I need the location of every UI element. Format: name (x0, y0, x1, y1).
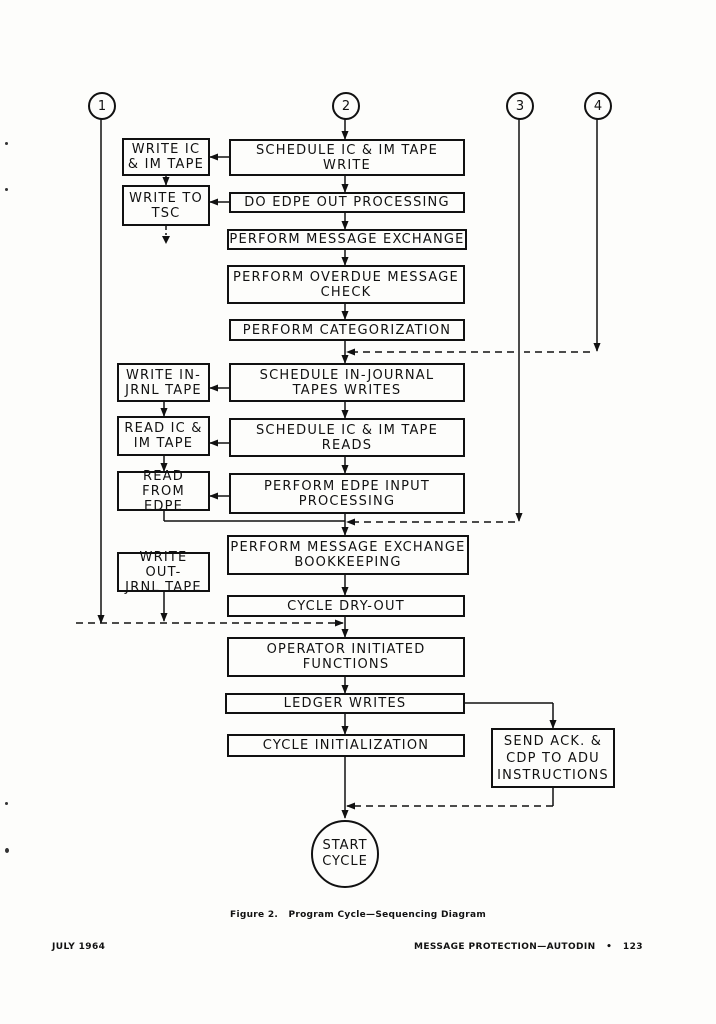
box-cycle-dry-out: CYCLE DRY-OUT (227, 595, 465, 617)
margin-speck (5, 142, 8, 145)
side-write-in-jrnl-tape: WRITE IN- JRNL TAPE (117, 363, 210, 402)
box-edpe-input-processing: PERFORM EDPE INPUT PROCESSING (229, 473, 465, 514)
box-edpe-out-processing: DO EDPE OUT PROCESSING (229, 192, 465, 213)
box-ic-im-tape-reads: SCHEDULE IC & IM TAPE READS (229, 418, 465, 457)
box-in-journal-writes: SCHEDULE IN-JOURNAL TAPES WRITES (229, 363, 465, 402)
box-message-exchange: PERFORM MESSAGE EXCHANGE (227, 229, 467, 250)
start-cycle-terminal: START CYCLE (311, 820, 379, 888)
margin-speck (5, 848, 9, 853)
box-cycle-initialization: CYCLE INITIALIZATION (227, 734, 465, 757)
box-operator-functions: OPERATOR INITIATED FUNCTIONS (227, 637, 465, 677)
box-categorization: PERFORM CATEGORIZATION (229, 319, 465, 341)
connector-2: 2 (332, 92, 360, 120)
box-send-ack-cdp: SEND ACK. & CDP TO ADU INSTRUCTIONS (491, 728, 615, 788)
box-ledger-writes: LEDGER WRITES (225, 693, 465, 714)
margin-speck (5, 188, 8, 191)
side-write-out-jrnl-tape: WRITE OUT- JRNL TAPE (117, 550, 210, 595)
figure-caption: Figure 2. Program Cycle—Sequencing Diagr… (230, 910, 487, 920)
box-message-exchange-bookkeeping: PERFORM MESSAGE EXCHANGE BOOKKEEPING (227, 535, 469, 575)
box-schedule-ic-im-tape-write: SCHEDULE IC & IM TAPE WRITE (229, 139, 465, 176)
connector-3: 3 (506, 92, 534, 120)
connector-4: 4 (584, 92, 612, 120)
margin-speck (5, 802, 8, 805)
side-read-ic-im-tape: READ IC & IM TAPE (117, 416, 210, 456)
footer-date: JULY 1964 (52, 942, 106, 952)
side-read-from-edpe: READ FROM EDPE (117, 469, 210, 514)
side-write-ic-im-tape: WRITE IC & IM TAPE (122, 138, 210, 176)
footer-page-info: MESSAGE PROTECTION—AUTODIN • 123 (414, 942, 643, 952)
side-write-to-tsc: WRITE TO TSC (122, 185, 210, 226)
box-overdue-message-check: PERFORM OVERDUE MESSAGE CHECK (227, 265, 465, 304)
connector-1: 1 (88, 92, 116, 120)
